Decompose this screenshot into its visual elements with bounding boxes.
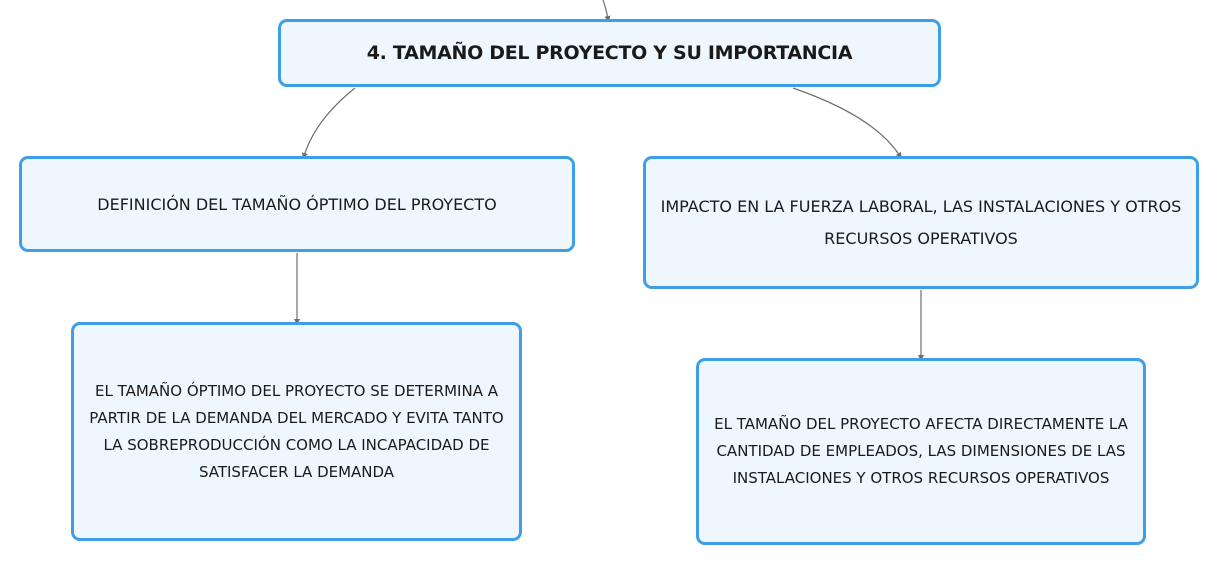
definition-detail-node[interactable]: EL TAMAÑO ÓPTIMO DEL PROYECTO SE DETERMI… [71,322,522,541]
connector-parent-to-root [602,0,611,22]
definition-node[interactable]: DEFINICIÓN DEL TAMAÑO ÓPTIMO DEL PROYECT… [19,156,575,252]
impact-node-label: IMPACTO EN LA FUERZA LABORAL, LAS INSTAL… [660,196,1182,248]
root-node[interactable]: 4. TAMAÑO DEL PROYECTO Y SU IMPORTANCIA [278,19,941,87]
connector-root-to-definition [302,87,356,159]
definition-detail-text: EL TAMAÑO ÓPTIMO DEL PROYECTO SE DETERMI… [89,381,504,481]
definition-node-label: DEFINICIÓN DEL TAMAÑO ÓPTIMO DEL PROYECT… [97,194,497,214]
impact-detail-text: EL TAMAÑO DEL PROYECTO AFECTA DIRECTAMEN… [714,415,1128,487]
impact-detail-node[interactable]: EL TAMAÑO DEL PROYECTO AFECTA DIRECTAMEN… [696,358,1146,545]
impact-node[interactable]: IMPACTO EN LA FUERZA LABORAL, LAS INSTAL… [643,156,1199,289]
connector-root-to-impact [792,87,902,159]
root-node-label: 4. TAMAÑO DEL PROYECTO Y SU IMPORTANCIA [366,42,853,64]
